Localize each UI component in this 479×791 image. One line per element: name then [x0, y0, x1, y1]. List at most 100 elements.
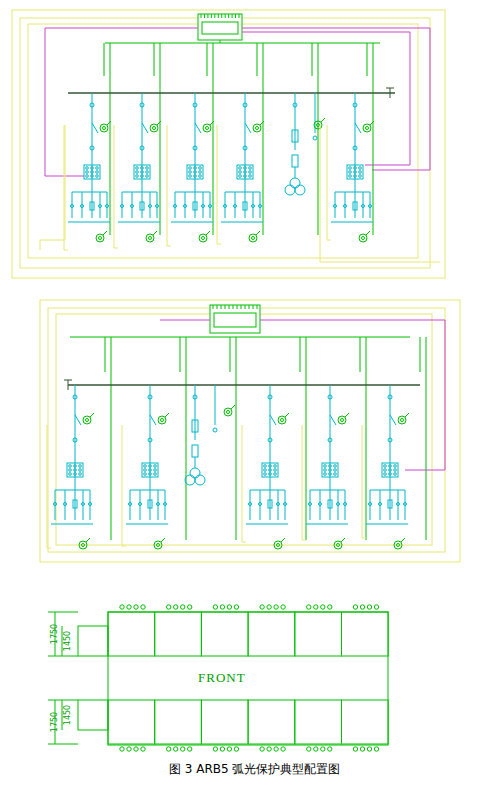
symbol — [243, 103, 247, 107]
symbol — [367, 747, 371, 751]
wire — [90, 490, 91, 520]
symbol — [141, 167, 144, 170]
symbol — [158, 416, 166, 424]
wire — [70, 337, 410, 338]
symbol — [404, 503, 407, 506]
symbol — [209, 205, 212, 208]
outline — [67, 463, 83, 477]
wire — [260, 320, 445, 470]
wire — [160, 43, 161, 235]
symbol — [337, 503, 340, 506]
symbol — [397, 544, 400, 547]
wire — [232, 14, 233, 18]
symbol — [202, 237, 205, 240]
symbol — [139, 503, 142, 506]
wire — [230, 337, 231, 372]
outline — [347, 165, 363, 179]
wire — [241, 305, 242, 309]
symbol — [244, 175, 247, 178]
wire — [330, 482, 331, 490]
symbol — [79, 541, 87, 549]
outline — [40, 300, 460, 562]
symbol — [99, 237, 102, 240]
wire — [295, 93, 296, 150]
symbol — [269, 469, 272, 472]
wire — [366, 337, 367, 540]
symbol — [388, 395, 392, 399]
symbol — [129, 503, 132, 506]
symbol — [277, 544, 280, 547]
symbol — [264, 473, 267, 476]
outline — [388, 500, 392, 508]
wire — [331, 222, 373, 223]
outline — [193, 202, 197, 210]
symbol — [146, 234, 154, 242]
symbol — [161, 419, 164, 422]
symbol — [193, 395, 197, 399]
symbol — [359, 234, 367, 242]
symbol — [213, 605, 217, 609]
symbol — [274, 605, 278, 609]
symbol — [359, 167, 362, 170]
symbol — [149, 237, 152, 240]
wire — [171, 222, 213, 223]
symbol — [328, 747, 332, 751]
symbol — [249, 234, 257, 242]
symbol — [360, 605, 364, 609]
symbol — [144, 465, 147, 468]
symbol — [64, 503, 67, 506]
symbol — [144, 469, 147, 472]
wire — [225, 192, 260, 193]
symbol — [274, 473, 277, 476]
symbol — [360, 747, 364, 751]
symbol — [74, 473, 77, 476]
symbol — [189, 167, 192, 170]
wire — [126, 524, 168, 525]
symbol — [334, 465, 337, 468]
symbol — [354, 167, 357, 170]
wire — [150, 192, 151, 218]
wire — [140, 490, 141, 520]
wire — [51, 524, 93, 525]
symbol — [369, 205, 372, 208]
wire — [207, 43, 208, 76]
symbol — [374, 605, 378, 609]
wire — [302, 425, 306, 540]
wire — [221, 305, 222, 309]
wire — [295, 167, 296, 178]
symbol — [174, 747, 178, 751]
symbol — [353, 103, 357, 107]
outline — [28, 24, 418, 258]
symbol — [239, 167, 242, 170]
wire — [65, 490, 66, 520]
wire — [239, 14, 240, 18]
wire — [242, 425, 246, 542]
symbol — [96, 175, 99, 178]
wire — [330, 415, 336, 425]
symbol — [91, 175, 94, 178]
wire — [114, 125, 118, 248]
symbol — [167, 605, 171, 609]
symbol — [379, 503, 382, 506]
wire — [210, 192, 211, 218]
wire — [180, 337, 181, 372]
wire — [335, 192, 370, 193]
symbol — [389, 465, 392, 468]
symbol — [243, 146, 247, 150]
wire — [312, 43, 313, 76]
symbol — [99, 205, 102, 208]
symbol — [195, 475, 205, 485]
symbol — [277, 503, 280, 506]
symbol — [69, 465, 72, 468]
symbol — [313, 136, 317, 140]
symbol — [74, 469, 77, 472]
outline — [382, 463, 398, 477]
wire — [420, 337, 421, 372]
wire — [68, 384, 420, 386]
symbol — [394, 465, 397, 468]
outline — [248, 700, 295, 744]
outline — [108, 612, 388, 745]
symbol — [148, 395, 152, 399]
wire — [370, 192, 371, 218]
